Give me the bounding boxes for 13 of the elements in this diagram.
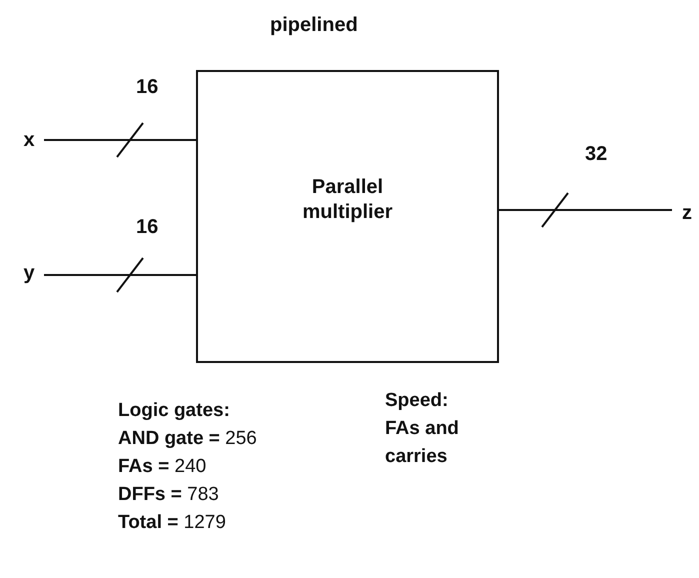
gate-count-text: Total = 1279 (118, 511, 226, 535)
signal-label: y (16, 258, 42, 288)
block-label: Parallel multiplier (301, 175, 394, 225)
gate-count-text: DFFs = 783 (118, 483, 219, 507)
signal-label: z (676, 198, 698, 228)
gate-count-text: AND gate = 256 (118, 427, 257, 451)
speed-note: Speed: (385, 389, 448, 413)
speed-note: FAs and carries (385, 417, 460, 469)
diagram-title: pipelined (270, 14, 358, 37)
multiplier-block (196, 70, 499, 363)
gate-count-text: Logic gates: (118, 399, 230, 423)
gate-count-text: FAs = 240 (118, 455, 206, 479)
signal-label: x (16, 125, 42, 155)
